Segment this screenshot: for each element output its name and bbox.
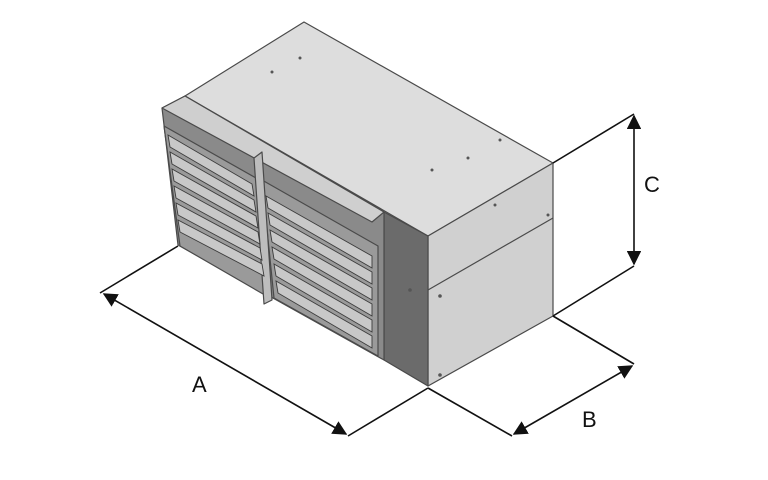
rivets: [270, 56, 550, 377]
side-panel-seam: [427, 217, 554, 291]
unit-housing: [161, 21, 554, 387]
dimension-a-label: A: [192, 372, 207, 397]
dimension-b-arrow: [512, 365, 634, 435]
hood-lip: [161, 95, 385, 223]
dimension-c-extension-bottom: [552, 265, 635, 317]
dimension-a-arrow: [102, 293, 348, 435]
louver-blades-left: [167, 134, 265, 277]
dimension-b-extension-right: [552, 315, 635, 365]
dimension-b-extension-left: [427, 387, 513, 437]
dimension-a: A: [99, 245, 429, 437]
dimension-c: C: [552, 113, 660, 317]
front-frame: [383, 211, 429, 387]
dimension-a-extension-right: [347, 387, 429, 437]
dimension-c-extension-top: [552, 113, 635, 164]
dimension-c-label: C: [644, 172, 660, 197]
dimension-b: B: [427, 315, 635, 437]
dimension-a-extension-left: [99, 245, 179, 294]
dimension-b-label: B: [582, 407, 597, 432]
